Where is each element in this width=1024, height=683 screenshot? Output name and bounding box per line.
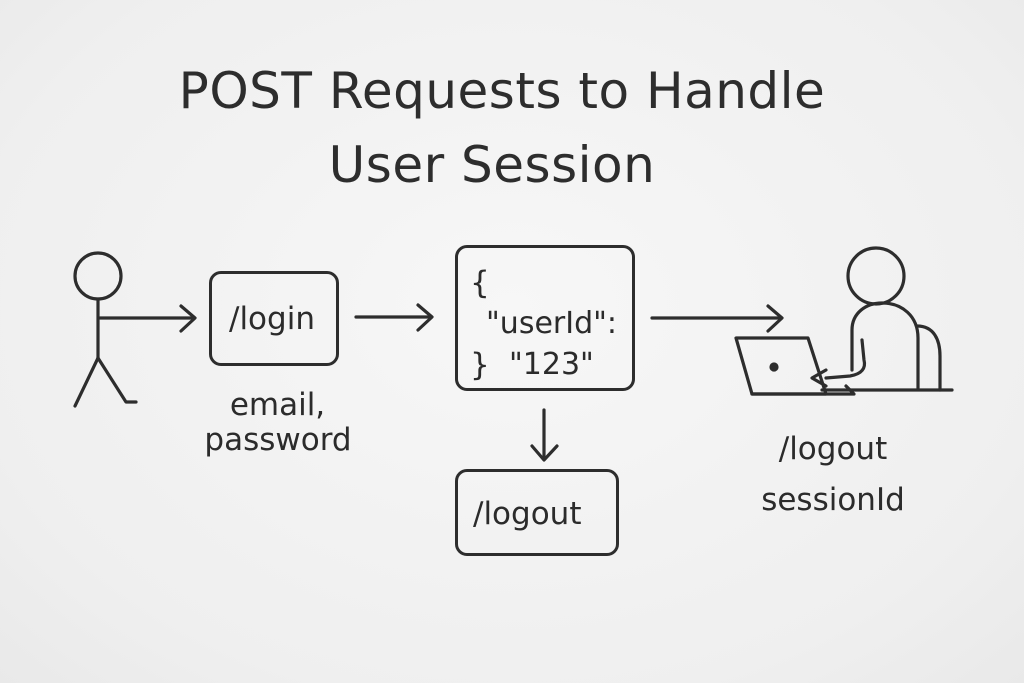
logout-endpoint-box — [455, 469, 619, 556]
arrow-json-to-logout — [530, 408, 559, 462]
login-endpoint-box — [209, 271, 339, 366]
json-key: "userId": — [486, 306, 618, 341]
arrow-user-to-login — [98, 304, 197, 333]
logout-caption-line-2: sessionId — [761, 482, 905, 518]
person-at-laptop-icon — [734, 246, 954, 396]
diagram-title-line-1: POST Requests to Handle — [178, 62, 826, 120]
logout-endpoint-label: /logout — [473, 496, 582, 532]
login-caption-line-2: password — [204, 422, 352, 458]
login-endpoint-label: /login — [229, 301, 315, 337]
logout-caption-line-1: /logout — [778, 431, 888, 467]
arrow-json-to-user — [650, 304, 784, 333]
json-close-brace: } — [470, 347, 490, 383]
json-response-box — [455, 245, 635, 391]
diagram-title-line-2: User Session — [328, 136, 656, 194]
stick-figure-icon — [73, 251, 138, 408]
json-value: "123" — [509, 347, 594, 382]
login-caption-line-1: email, — [229, 387, 326, 423]
arrow-login-to-json — [354, 303, 434, 332]
json-open-brace: { — [470, 265, 490, 301]
